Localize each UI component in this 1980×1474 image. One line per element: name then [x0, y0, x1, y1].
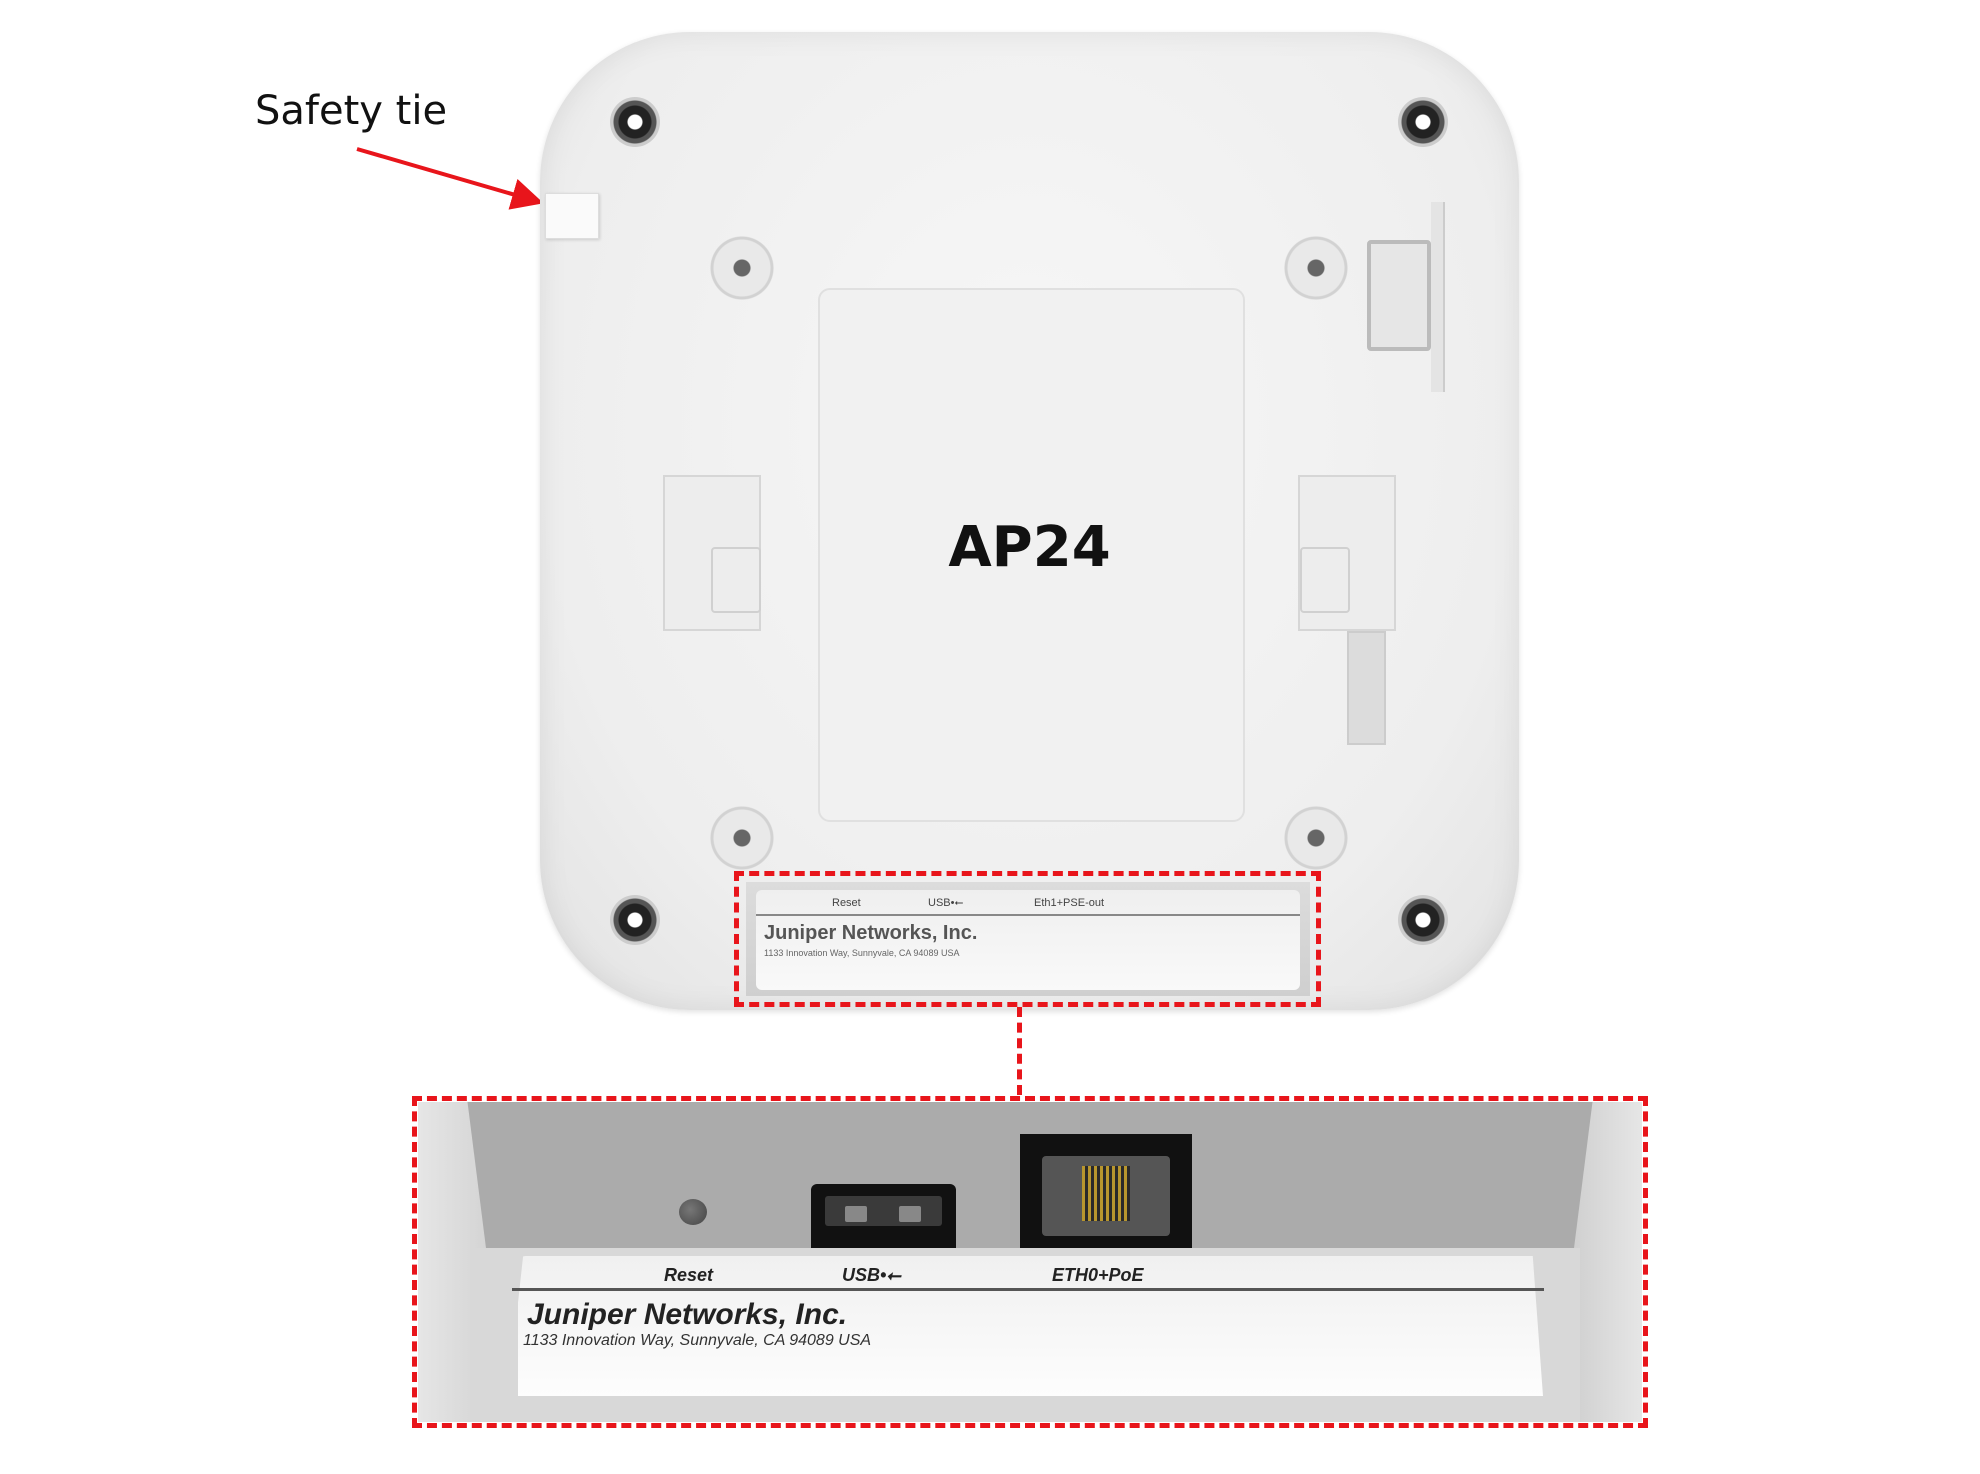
company-name: Juniper Networks, Inc. [527, 1298, 848, 1331]
ethernet-port [1020, 1134, 1192, 1248]
highlight-box-detail [412, 1096, 1648, 1428]
port-label-usb: USB•⭠ [928, 897, 964, 909]
highlight-box-small [734, 871, 1321, 1007]
mount-clip-right [1298, 475, 1396, 631]
reset-button-hole [679, 1199, 707, 1225]
detail-label-plate [518, 1256, 1543, 1396]
center-panel [818, 288, 1245, 822]
company-name: Juniper Networks, Inc. [764, 922, 978, 944]
model-name: AP24 [948, 515, 1111, 580]
port-label-reset: Reset [832, 897, 861, 909]
screw-icon [1398, 97, 1448, 147]
latch [1367, 240, 1431, 351]
port-label-reset: Reset [664, 1265, 714, 1285]
mount-hole [1284, 236, 1348, 300]
overview-label-plate [756, 890, 1300, 990]
mount-hole [1284, 806, 1348, 870]
mount-clip-left [663, 475, 761, 631]
divider [756, 914, 1300, 916]
port-label-eth0: ETH0+PoE [1052, 1265, 1144, 1285]
safety-tie [545, 193, 599, 239]
latch-bracket [1431, 202, 1445, 392]
screw-icon [1398, 895, 1448, 945]
usb-port [811, 1184, 956, 1248]
safety-tie-label: Safety tie [255, 88, 448, 134]
screw-icon [610, 97, 660, 147]
screw-icon [610, 895, 660, 945]
divider [512, 1288, 1544, 1291]
port-label-usb: USB•⭠ [842, 1265, 901, 1285]
connector-line [1017, 1007, 1022, 1095]
company-address: 1133 Innovation Way, Sunnyvale, CA 94089… [764, 948, 960, 958]
mount-hole [710, 236, 774, 300]
company-address: 1133 Innovation Way, Sunnyvale, CA 94089… [523, 1332, 872, 1349]
mount-hole [710, 806, 774, 870]
port-label-eth1: Eth1+PSE-out [1034, 897, 1105, 909]
slot [1347, 631, 1386, 745]
